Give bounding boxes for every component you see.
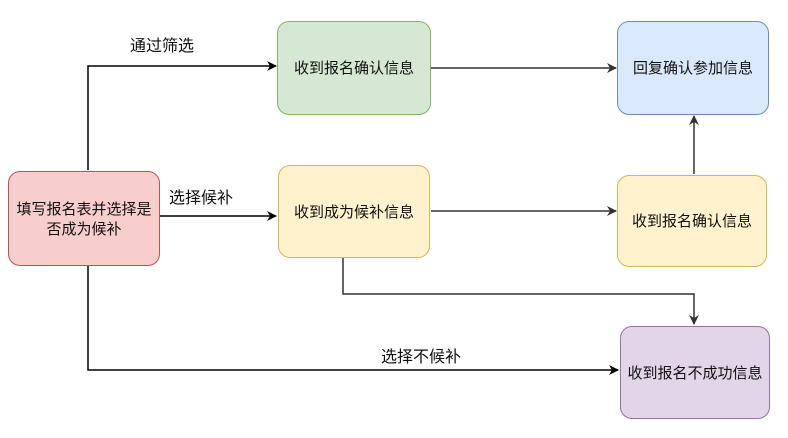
node-start: 填写报名表并选择是否成为候补 [8,171,160,266]
edge-start-to-confirm-top [87,61,277,170]
edge-waitlist-to-fail [342,258,699,325]
node-fail: 收到报名不成功信息 [620,326,770,419]
edge-start-to-fail [87,266,619,375]
node-reply-label: 回复确认参加信息 [632,59,753,77]
node-waitlist: 收到成为候补信息 [278,165,430,258]
edge-label-choose-waitlist: 选择候补 [169,188,234,208]
node-fail-label: 收到报名不成功信息 [627,363,763,382]
node-start-label: 填写报名表并选择是否成为候补 [16,199,152,238]
node-confirm-mid-label: 收到报名确认信息 [631,212,752,230]
edge-label-choose-no-waitlist: 选择不候补 [381,347,462,367]
edge-label-pass: 通过筛选 [130,36,195,56]
node-reply: 回复确认参加信息 [617,21,769,115]
node-waitlist-label: 收到成为候补信息 [293,202,414,221]
node-confirm-mid: 收到报名确认信息 [617,175,767,267]
node-confirm-top: 收到报名确认信息 [277,21,431,115]
node-confirm-top-label: 收到报名确认信息 [293,59,414,77]
